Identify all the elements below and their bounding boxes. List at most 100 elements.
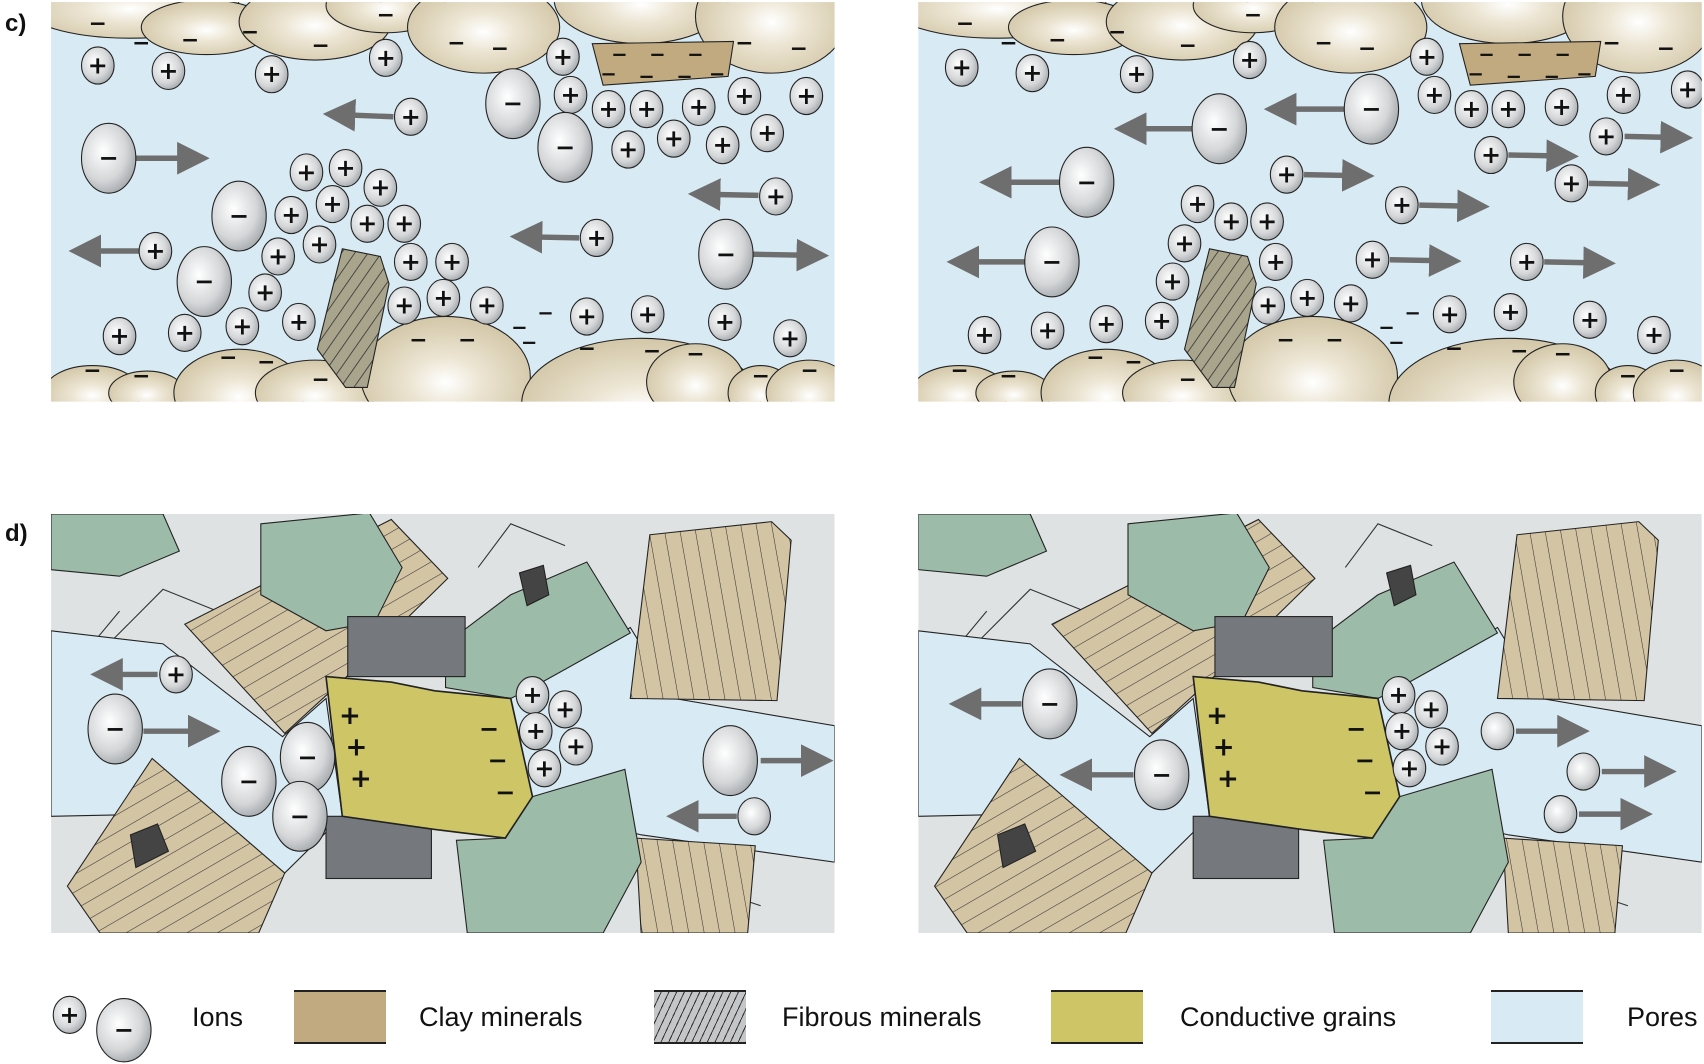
cation: + bbox=[1384, 186, 1419, 225]
ion-body bbox=[1133, 739, 1190, 811]
plus-sign: + bbox=[1498, 95, 1518, 123]
plus-sign: + bbox=[1362, 246, 1382, 274]
minus-sign: − bbox=[1042, 248, 1062, 276]
surface-charge: − bbox=[1516, 43, 1532, 66]
anion: − bbox=[1058, 146, 1115, 218]
cation: + bbox=[1180, 184, 1215, 224]
ion-body bbox=[656, 119, 691, 158]
surface-charge: − bbox=[1358, 37, 1376, 62]
surface-charge: − bbox=[1108, 20, 1126, 45]
surface-charge: − bbox=[1544, 65, 1560, 88]
plus-sign: + bbox=[1614, 81, 1634, 109]
surface-charge: − bbox=[89, 11, 107, 36]
cation: + bbox=[1269, 155, 1304, 194]
ion-body bbox=[705, 126, 740, 165]
ion-body bbox=[1015, 54, 1050, 93]
ion-body bbox=[527, 749, 562, 788]
cation: + bbox=[138, 231, 173, 271]
surface-charge: − bbox=[611, 43, 627, 66]
plus-sign: + bbox=[110, 322, 130, 350]
ion-body bbox=[211, 180, 267, 252]
minus-sign: − bbox=[114, 1016, 134, 1044]
ion-body bbox=[707, 302, 742, 342]
cation: + bbox=[328, 148, 363, 188]
ion-body bbox=[1409, 37, 1444, 76]
surface-charge: − bbox=[687, 43, 703, 66]
ion-body bbox=[702, 725, 758, 797]
sand-grain bbox=[1632, 359, 1702, 402]
plus-sign: + bbox=[1152, 307, 1172, 335]
ion-body bbox=[518, 712, 553, 751]
ion-body bbox=[1572, 300, 1607, 339]
surface-charge: − bbox=[999, 31, 1017, 56]
cation: + bbox=[789, 76, 824, 116]
cation: + bbox=[102, 317, 137, 356]
anion: − bbox=[80, 122, 137, 194]
cation: + bbox=[1167, 224, 1202, 263]
plus-sign: + bbox=[1417, 43, 1437, 71]
ion-body bbox=[1491, 90, 1526, 129]
plus-sign: + bbox=[357, 210, 377, 238]
plus-sign: + bbox=[1421, 695, 1441, 723]
fibrous-mineral bbox=[129, 823, 170, 869]
fibrous-mineral bbox=[1183, 248, 1257, 388]
cation: + bbox=[656, 119, 691, 158]
plus-sign: + bbox=[1257, 208, 1277, 236]
cation: + bbox=[967, 315, 1002, 355]
plus-sign: + bbox=[394, 210, 414, 238]
plus-sign: + bbox=[553, 43, 573, 71]
sand-grain bbox=[1227, 315, 1399, 402]
plus-sign: + bbox=[1552, 93, 1572, 121]
legend-clay-swatch bbox=[294, 990, 386, 1044]
clay-mineral bbox=[591, 40, 735, 86]
plus-sign: + bbox=[1188, 190, 1208, 218]
ion-body bbox=[1432, 295, 1467, 334]
neutral-ion bbox=[1480, 712, 1515, 751]
grain-boundary bbox=[1344, 523, 1433, 568]
cation: + bbox=[1119, 55, 1154, 94]
minus-sign: − bbox=[99, 144, 119, 172]
dark-grain bbox=[347, 616, 466, 678]
cation: + bbox=[611, 130, 645, 169]
surface-charge: − bbox=[1657, 37, 1675, 62]
plus-sign: + bbox=[1440, 300, 1460, 328]
surface-charge: − bbox=[447, 31, 465, 56]
grain-boundary bbox=[477, 523, 566, 568]
cation: + bbox=[281, 302, 316, 342]
panel-label-d: d) bbox=[5, 520, 28, 547]
surface-charge: − bbox=[1510, 339, 1528, 364]
minus-sign: − bbox=[1361, 95, 1381, 123]
cation: + bbox=[1414, 690, 1449, 729]
ion-body bbox=[1022, 668, 1078, 740]
sand-grain bbox=[360, 315, 531, 402]
movement-arrow bbox=[322, 98, 394, 132]
cation: + bbox=[527, 749, 562, 788]
surface-charge: − bbox=[752, 364, 770, 389]
legend-pores-label: Pores bbox=[1627, 1002, 1698, 1032]
plus-sign: + bbox=[1174, 229, 1194, 257]
plus-sign: + bbox=[268, 242, 288, 270]
ion-body bbox=[1290, 278, 1325, 318]
surface-charge: − bbox=[790, 37, 808, 62]
anion: − bbox=[87, 693, 143, 765]
anion: − bbox=[221, 745, 277, 817]
cation: + bbox=[515, 676, 550, 715]
surface-charge: − bbox=[1179, 367, 1197, 392]
surface-charge: − bbox=[956, 11, 974, 36]
ion-body bbox=[52, 995, 87, 1035]
surface-charge: − bbox=[1405, 302, 1421, 325]
plus-sign: + bbox=[323, 190, 343, 218]
ion-body bbox=[302, 225, 337, 264]
movement-arrow bbox=[1389, 244, 1462, 277]
plus-sign: + bbox=[281, 201, 301, 229]
surface-charge: − bbox=[1325, 328, 1343, 353]
ion-body bbox=[1454, 90, 1489, 129]
ion-body bbox=[87, 693, 143, 765]
ion-body bbox=[221, 745, 277, 817]
cation: + bbox=[225, 307, 260, 346]
cation: + bbox=[274, 195, 309, 235]
cation: + bbox=[750, 114, 785, 153]
ion-body bbox=[1384, 186, 1419, 225]
minus-sign: − bbox=[290, 802, 310, 830]
ion-body bbox=[176, 246, 233, 318]
